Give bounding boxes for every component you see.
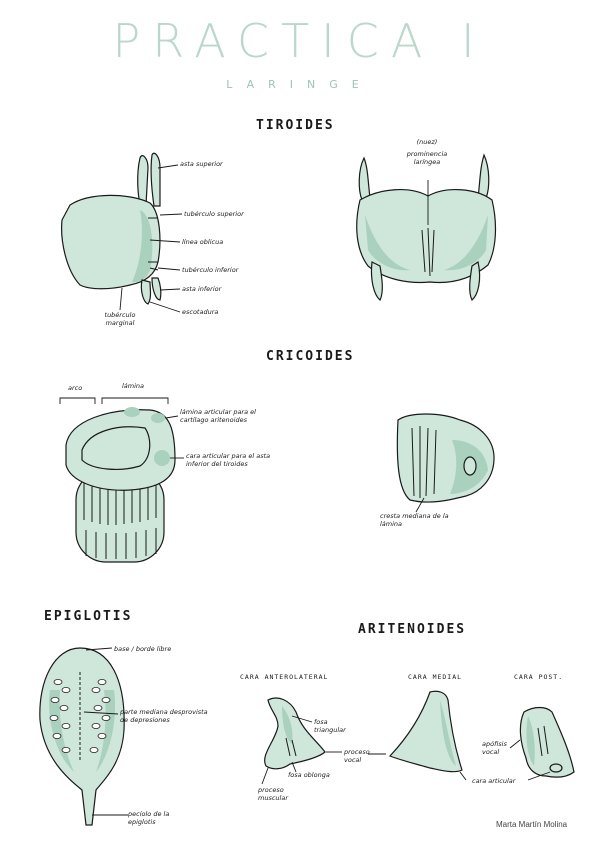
label-cara-articular: cara articular para el asta inferior del… — [186, 452, 271, 468]
label-escotadura: escotadura — [182, 308, 219, 316]
label-fosa-oblonga: fosa oblonga — [288, 771, 330, 779]
label-cresta-mediana: cresta mediana de la lámina — [380, 512, 449, 528]
label-asta-inferior: asta inferior — [182, 285, 222, 293]
label-tuberculo-inferior: tubérculo inferior — [182, 266, 239, 274]
thyroid-front-drawing — [356, 153, 497, 301]
label-lamina: lámina — [122, 382, 145, 390]
label-nuez: (nuez) — [416, 138, 438, 146]
heading-epiglotis: EPIGLOTIS — [44, 609, 133, 624]
label-prominencia: prominencia laríngea — [406, 150, 448, 166]
label-cara-medial: CARA MEDIAL — [408, 673, 463, 681]
label-tuberculo-marginal: tubérculo marginal — [104, 311, 136, 327]
heading-tiroides: TIROIDES — [256, 118, 335, 133]
label-lamina-articular: lámina articular para el cartílago arite… — [180, 408, 256, 424]
label-peciolo: pecíolo de la epiglotis — [128, 810, 170, 826]
author-credit: Marta Martín Molina — [496, 820, 568, 829]
label-asta-superior: asta superior — [180, 160, 223, 168]
thyroid-side-drawing — [61, 152, 162, 305]
label-proceso-vocal: proceso vocal — [344, 748, 370, 764]
label-linea-oblicua: línea oblicua — [182, 238, 224, 246]
arytenoid-anterolateral-drawing — [261, 697, 342, 785]
cricoid-ring-drawing — [59, 397, 176, 563]
arytenoid-medial-drawing — [368, 690, 467, 781]
label-cara-articular-arit: cara articular — [472, 777, 516, 785]
label-base-borde: base / borde libre — [114, 645, 172, 653]
cricoid-ring-leaders — [165, 415, 184, 459]
page-title: PRACTICA I — [112, 14, 487, 68]
epiglottis-leaders — [83, 647, 128, 816]
label-arco: arco — [68, 384, 83, 392]
label-apofisis-vocal: apófisis vocal — [482, 740, 507, 756]
heading-aritenoides: ARITENOIDES — [358, 622, 467, 637]
label-cara-post: CARA POST. — [514, 673, 564, 681]
label-cara-anterolateral: CARA ANTEROLATERAL — [240, 673, 329, 681]
heading-cricoides: CRICOIDES — [266, 349, 355, 364]
label-tuberculo-superior: tubérculo superior — [184, 210, 244, 218]
label-fosa-triangular: fosa triangular — [314, 718, 346, 734]
epiglottis-drawing — [39, 647, 125, 826]
label-parte-mediana: parte mediana desprovista de depresiones — [120, 708, 208, 724]
thyroid-side-leaders — [119, 164, 183, 313]
label-proceso-muscular: proceso muscular — [258, 786, 288, 802]
arytenoid-posterior-drawing — [509, 706, 575, 781]
cricoid-posterior-drawing — [396, 413, 495, 513]
page-subtitle: LARINGE — [226, 78, 373, 91]
